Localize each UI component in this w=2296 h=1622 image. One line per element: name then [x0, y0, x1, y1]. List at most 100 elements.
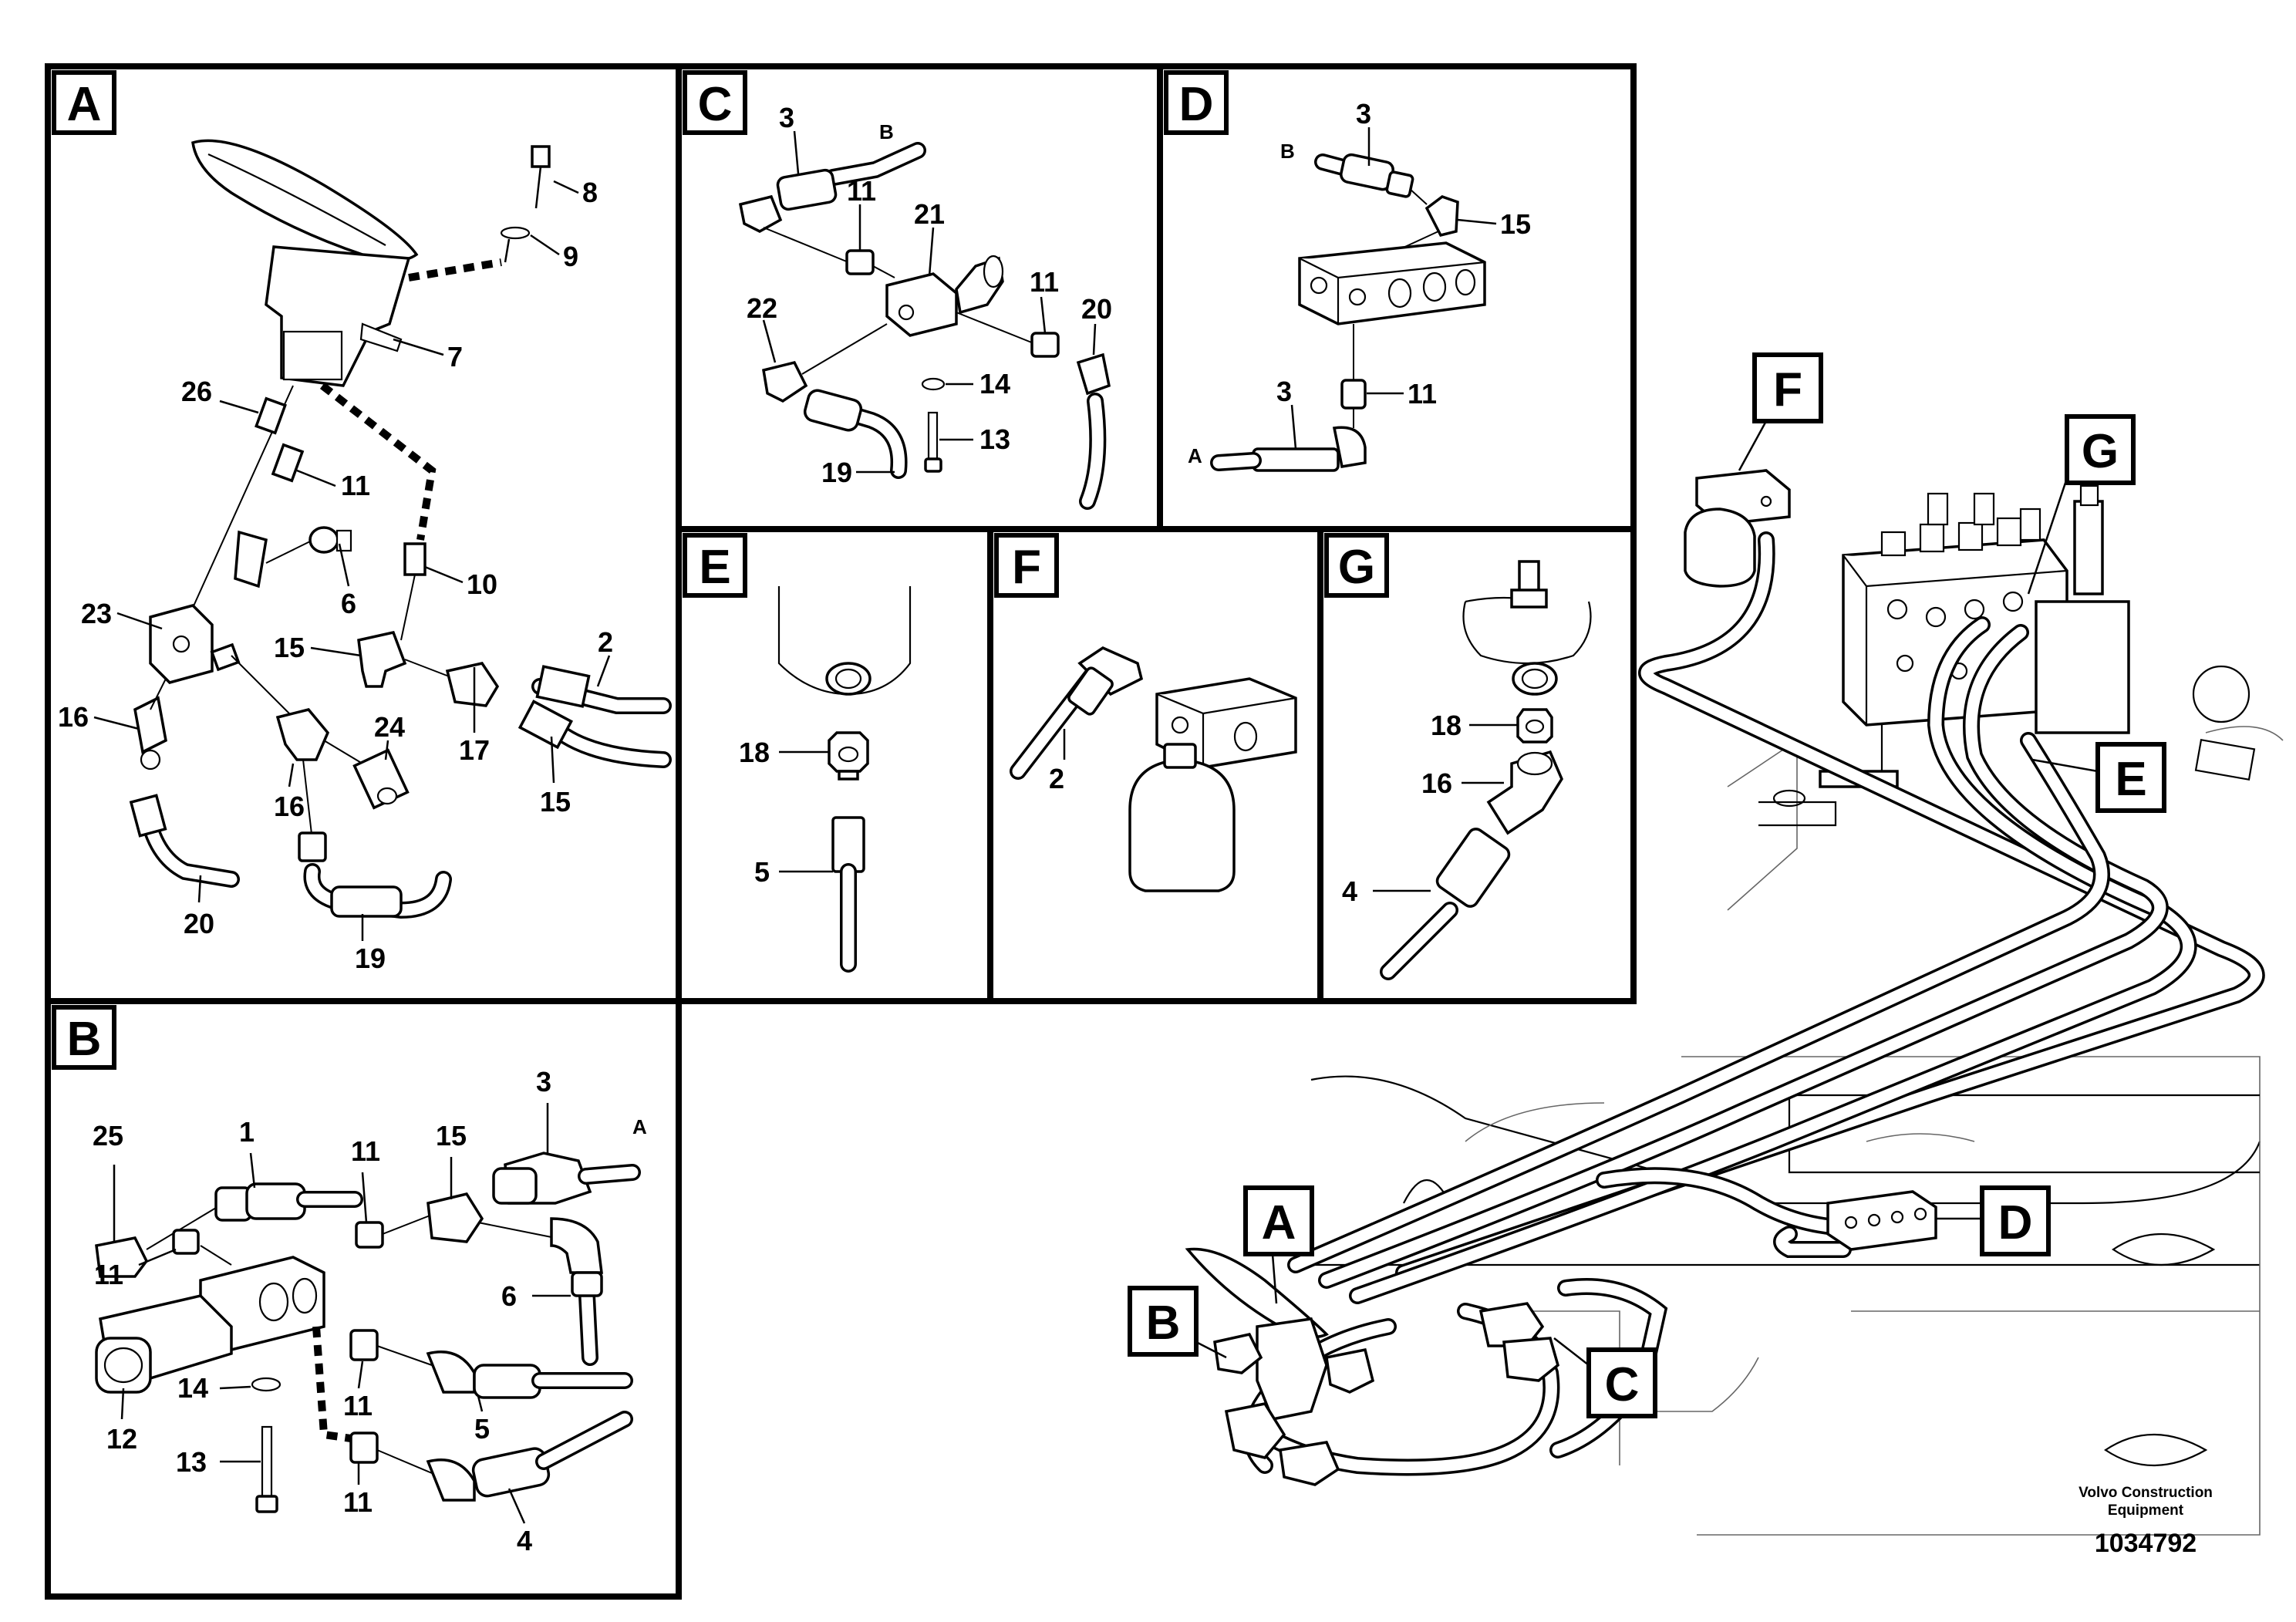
svg-text:11: 11	[94, 1259, 123, 1290]
svg-text:B: B	[1280, 140, 1295, 163]
svg-text:2: 2	[598, 626, 613, 658]
panel-d-callouts: 3 B 15 3 A 11	[1188, 98, 1531, 467]
svg-text:22: 22	[747, 292, 777, 324]
svg-text:11: 11	[343, 1486, 373, 1518]
svg-text:15: 15	[274, 632, 305, 663]
svg-text:G: G	[1338, 541, 1375, 594]
svg-text:3: 3	[1356, 98, 1371, 130]
svg-text:2: 2	[1049, 763, 1064, 794]
svg-text:4: 4	[517, 1525, 532, 1556]
panel-d-label: D	[1164, 70, 1229, 135]
svg-text:16: 16	[274, 791, 305, 822]
svg-text:23: 23	[81, 598, 112, 629]
svg-text:B: B	[1146, 1297, 1181, 1350]
panel-e-label: E	[683, 533, 747, 598]
document-number: 1034792	[2095, 1529, 2197, 1558]
svg-text:24: 24	[374, 711, 405, 743]
svg-text:A: A	[67, 78, 102, 131]
svg-text:5: 5	[754, 856, 770, 888]
svg-text:15: 15	[1500, 208, 1531, 240]
panel-f-label: F	[994, 533, 1059, 598]
overview-marker-e: E	[2031, 742, 2166, 813]
svg-text:11: 11	[351, 1135, 380, 1167]
svg-text:G: G	[2082, 425, 2119, 478]
svg-text:16: 16	[1421, 767, 1452, 799]
svg-text:20: 20	[1081, 293, 1112, 325]
svg-text:A: A	[632, 1115, 647, 1138]
svg-text:11: 11	[341, 470, 370, 501]
svg-text:A: A	[1188, 444, 1202, 467]
panel-d-drawing	[1210, 153, 1486, 472]
svg-text:3: 3	[1276, 376, 1292, 407]
svg-text:14: 14	[979, 368, 1010, 400]
svg-text:17: 17	[459, 734, 490, 766]
panel-b-frame	[45, 998, 682, 1600]
svg-text:7: 7	[447, 341, 463, 373]
svg-text:3: 3	[779, 102, 794, 133]
overview-marker-b: B	[1128, 1286, 1227, 1359]
svg-text:12: 12	[106, 1423, 137, 1455]
svg-text:18: 18	[739, 737, 770, 768]
svg-text:F: F	[1773, 363, 1802, 416]
svg-text:6: 6	[341, 588, 356, 619]
svg-text:D: D	[1998, 1196, 2033, 1249]
svg-text:F: F	[1012, 541, 1041, 594]
svg-text:E: E	[699, 541, 730, 594]
company-name-line1: Volvo Construction	[2079, 1485, 2213, 1501]
svg-text:15: 15	[436, 1120, 467, 1152]
panel-g-callouts: 18 16 4	[1342, 710, 1518, 907]
svg-text:C: C	[698, 78, 733, 131]
panel-a-callouts: 8 9 7 26 11 6 10 23 16 15 2 16 24 17 15 …	[58, 177, 613, 974]
svg-text:25: 25	[93, 1120, 123, 1152]
svg-text:26: 26	[181, 376, 212, 407]
panel-g-frame	[1317, 526, 1637, 1004]
svg-text:16: 16	[58, 701, 89, 733]
svg-text:11: 11	[343, 1390, 373, 1421]
svg-text:10: 10	[467, 568, 497, 600]
overview-marker-f: F	[1738, 352, 1823, 471]
panel-e-drawing	[777, 586, 912, 973]
panel-f-drawing	[1010, 646, 1297, 892]
panel-c-label: C	[683, 70, 747, 135]
panel-b-drawing	[95, 1152, 641, 1513]
svg-text:13: 13	[176, 1446, 207, 1478]
svg-text:19: 19	[821, 457, 852, 488]
panel-b-label: B	[52, 1005, 116, 1070]
company-name-line2: Equipment	[2108, 1502, 2184, 1519]
overview-marker-a: A	[1243, 1185, 1314, 1304]
panel-g-drawing	[1380, 560, 1592, 980]
overview-marker-d: D	[1936, 1185, 2051, 1256]
overview-marker-g: G	[2027, 414, 2136, 595]
svg-text:11: 11	[1030, 266, 1059, 298]
svg-text:9: 9	[563, 241, 578, 272]
panel-a-drawing	[129, 139, 672, 919]
panel-e-callouts: 18 5	[739, 737, 833, 888]
panel-c-callouts: 3 B 11 21 11 22 20 14 13 19	[747, 102, 1112, 488]
overview-marker-c: C	[1553, 1337, 1657, 1418]
svg-text:D: D	[1179, 78, 1214, 131]
svg-text:6: 6	[501, 1280, 517, 1312]
svg-text:21: 21	[914, 198, 945, 230]
svg-text:19: 19	[355, 943, 386, 974]
svg-text:C: C	[1605, 1358, 1640, 1411]
svg-text:3: 3	[536, 1066, 551, 1098]
svg-text:B: B	[67, 1013, 102, 1066]
svg-text:5: 5	[474, 1413, 490, 1445]
svg-text:11: 11	[847, 175, 876, 207]
svg-text:B: B	[879, 120, 894, 143]
panel-g-label: G	[1324, 533, 1389, 598]
panel-a-label: A	[52, 70, 116, 135]
svg-text:18: 18	[1431, 710, 1462, 741]
panel-c-drawing	[738, 142, 1111, 510]
svg-text:11: 11	[1408, 378, 1437, 410]
svg-text:20: 20	[184, 908, 214, 939]
svg-text:8: 8	[582, 177, 598, 208]
svg-text:4: 4	[1342, 875, 1357, 907]
panel-f-callouts: 2	[1049, 729, 1066, 794]
svg-text:A: A	[1262, 1196, 1296, 1249]
svg-text:1: 1	[239, 1116, 255, 1148]
svg-text:13: 13	[979, 423, 1010, 455]
svg-text:E: E	[2115, 753, 2146, 806]
overview-machine	[1185, 469, 2284, 1536]
